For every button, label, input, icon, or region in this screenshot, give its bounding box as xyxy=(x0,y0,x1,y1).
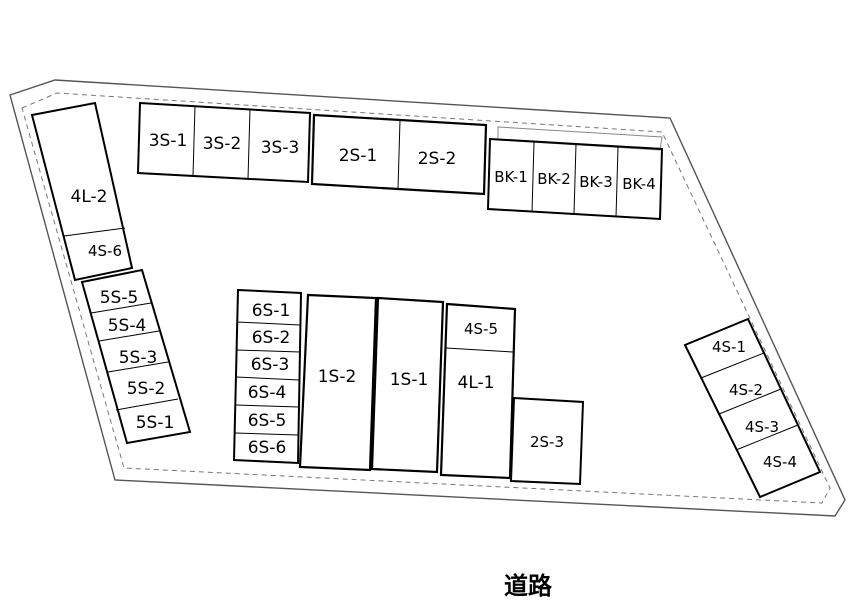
unit-3S-2[interactable]: 3S-2 xyxy=(203,134,242,154)
unit-group-1s2: 1S-2 xyxy=(298,293,378,472)
setback-line xyxy=(21,92,831,504)
unit-BK-3[interactable]: BK-3 xyxy=(579,173,613,191)
unit-4S-4[interactable]: 4S-4 xyxy=(763,453,797,471)
unit-BK-4[interactable]: BK-4 xyxy=(622,175,656,193)
unit-6S-5[interactable]: 6S-5 xyxy=(248,411,287,431)
unit-4L-1[interactable]: 4L-1 xyxy=(458,373,495,393)
unit-3S-3[interactable]: 3S-3 xyxy=(261,138,300,158)
unit-6S-6[interactable]: 6S-6 xyxy=(248,438,287,458)
unit-4S-1[interactable]: 4S-1 xyxy=(712,338,746,356)
unit-group-5s: 5S-5 5S-4 5S-3 5S-2 5S-1 xyxy=(80,268,192,445)
unit-group-6s: 6S-1 6S-2 6S-3 6S-4 6S-5 6S-6 xyxy=(232,288,303,465)
unit-group-2s3: 2S-3 xyxy=(509,396,585,486)
unit-6S-3[interactable]: 6S-3 xyxy=(251,355,290,375)
unit-5S-1[interactable]: 5S-1 xyxy=(136,413,175,433)
unit-1S-1[interactable]: 1S-1 xyxy=(390,370,429,390)
unit-BK-1[interactable]: BK-1 xyxy=(494,168,528,186)
unit-group-3s: 3S-1 3S-2 3S-3 xyxy=(136,101,312,184)
unit-5S-2[interactable]: 5S-2 xyxy=(127,379,166,399)
unit-group-bk: BK-1 BK-2 BK-3 BK-4 xyxy=(486,126,664,221)
unit-5S-3[interactable]: 5S-3 xyxy=(119,348,158,368)
unit-group-4l2: 4L-2 4S-6 xyxy=(30,101,134,282)
unit-2S-3[interactable]: 2S-3 xyxy=(530,433,564,451)
unit-5S-4[interactable]: 5S-4 xyxy=(108,316,147,336)
unit-6S-1[interactable]: 6S-1 xyxy=(252,301,291,321)
unit-6S-2[interactable]: 6S-2 xyxy=(252,328,291,348)
unit-group-4s: 4S-1 4S-2 4S-3 4S-4 xyxy=(683,317,822,499)
unit-5S-5[interactable]: 5S-5 xyxy=(100,288,139,308)
unit-4S-5[interactable]: 4S-5 xyxy=(464,320,498,338)
unit-BK-2[interactable]: BK-2 xyxy=(537,170,571,188)
unit-group-2s: 2S-1 2S-2 xyxy=(310,113,488,196)
unit-group-1s1: 1S-1 xyxy=(370,296,445,474)
unit-4S-6[interactable]: 4S-6 xyxy=(88,242,122,260)
site-boundary xyxy=(9,79,846,517)
unit-6S-4[interactable]: 6S-4 xyxy=(248,383,287,403)
unit-2S-2[interactable]: 2S-2 xyxy=(418,149,457,169)
unit-4S-3[interactable]: 4S-3 xyxy=(745,418,779,436)
unit-3S-1[interactable]: 3S-1 xyxy=(149,131,188,151)
unit-1S-2[interactable]: 1S-2 xyxy=(318,367,357,387)
unit-group-4l1: 4S-5 4L-1 xyxy=(439,302,517,480)
unit-4L-2[interactable]: 4L-2 xyxy=(71,187,108,207)
unit-2S-1[interactable]: 2S-1 xyxy=(339,146,378,166)
road-label: 道路 xyxy=(504,572,552,600)
unit-4S-2[interactable]: 4S-2 xyxy=(729,381,763,399)
